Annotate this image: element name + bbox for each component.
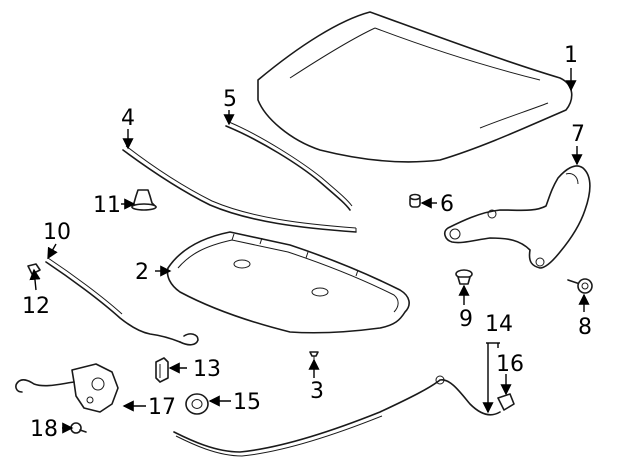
cable-bracket [155, 357, 169, 383]
callout-6: 6 [440, 192, 454, 217]
hood-panel [257, 11, 573, 163]
callout-14: 14 [485, 312, 513, 337]
hood-front-seal [122, 149, 357, 233]
callout-9: 9 [459, 307, 473, 332]
hood-insulator [166, 231, 410, 334]
hood-bumper [409, 193, 421, 208]
callout-12: 12 [22, 294, 50, 319]
bumper [185, 393, 209, 415]
release-cable [173, 375, 501, 457]
callout-10: 10 [43, 220, 71, 245]
callout-18: 18 [30, 417, 58, 442]
latch-bolt [70, 422, 87, 434]
hinge-bolt [567, 278, 593, 294]
callout-11: 11 [93, 193, 121, 218]
hood-latch [15, 363, 119, 413]
callout-2: 2 [135, 260, 149, 285]
clip [309, 351, 319, 360]
hinge-nut [455, 269, 473, 285]
callout-13: 13 [193, 357, 221, 382]
callout-8: 8 [578, 315, 592, 340]
callout-17: 17 [148, 395, 176, 420]
callout-1: 1 [564, 43, 578, 68]
callout-3: 3 [310, 379, 324, 404]
callout-4: 4 [121, 106, 135, 131]
hood-rear-seal [225, 125, 351, 211]
callout-7: 7 [571, 122, 585, 147]
callout-5: 5 [223, 87, 237, 112]
callout-15: 15 [233, 390, 261, 415]
callout-16: 16 [496, 352, 524, 377]
prop-rod [45, 257, 199, 346]
hood-hinge [443, 165, 591, 269]
grommet [131, 189, 157, 211]
release-handle [497, 393, 515, 411]
